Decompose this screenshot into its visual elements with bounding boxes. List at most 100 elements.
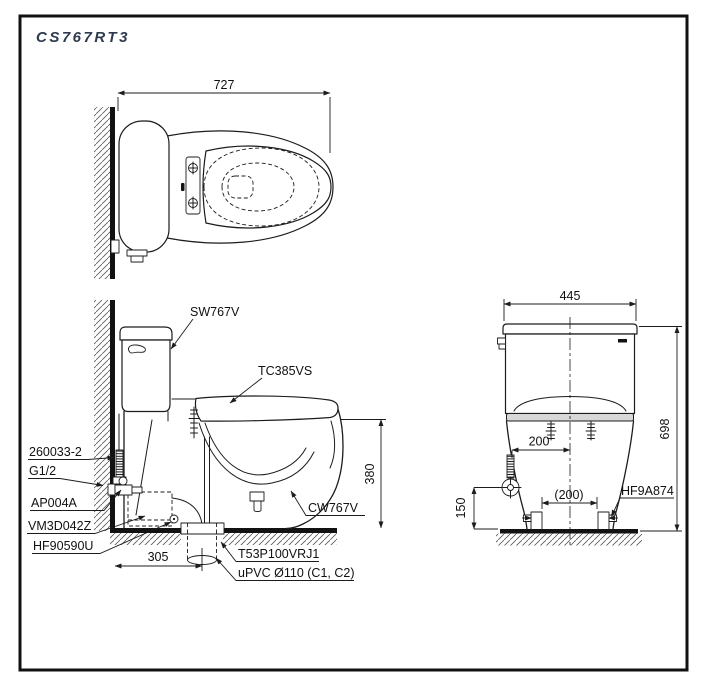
- leader-line: [220, 541, 319, 562]
- bowl-left-edge: [505, 420, 528, 530]
- callout-text-260033-2: 260033-2: [29, 445, 82, 459]
- bowl-right-edge: [612, 420, 635, 530]
- callout-text-hf90590u: HF90590U: [33, 539, 93, 553]
- seat-lid-side: [194, 395, 339, 422]
- supply-hose-icon: [115, 449, 124, 479]
- side-view: 380 305 SW767V TC385VS CW767V 260033-2 G…: [27, 300, 386, 581]
- floor-line: [110, 528, 184, 533]
- dim-text-445: 445: [560, 289, 581, 303]
- callout-hf90590u: HF90590U: [32, 521, 172, 554]
- callout-text-tc385vs: TC385VS: [258, 364, 312, 378]
- dim-200: 200: [511, 435, 571, 458]
- dim-727: 727: [117, 78, 331, 153]
- stop-valve-front: [499, 454, 522, 499]
- leader-line: [27, 515, 146, 534]
- supply-assembly: [107, 413, 143, 496]
- outlet-elbow: [171, 497, 203, 525]
- water-spot-hidden: [227, 175, 254, 199]
- floor-hatching: [496, 533, 642, 546]
- leader-line: [215, 557, 354, 581]
- flush-button-icon: [128, 344, 146, 354]
- callout-tank: SW767V: [170, 305, 240, 350]
- pedestal-inner-contour: [135, 419, 153, 516]
- callout-bolt-cap: HF9A874: [611, 484, 674, 517]
- valve-handle-icon: [118, 476, 128, 486]
- floor-hatching: [110, 533, 181, 545]
- dim-text-305: 305: [148, 550, 169, 564]
- bowl-front-outline: [285, 408, 344, 530]
- dim-150: 150: [454, 487, 503, 530]
- flange-bolt-center: [172, 517, 176, 521]
- seat-lid-plan: [202, 145, 332, 229]
- supply-fitting-2: [130, 255, 144, 263]
- callout-bowl: CW767V: [290, 490, 365, 516]
- leader-line: [229, 377, 263, 404]
- drawing-border-frame: [18, 14, 689, 672]
- jet-fitting-tip: [253, 500, 262, 512]
- valve-outlet: [131, 486, 143, 494]
- callout-text-upvc: uPVC Ø110 (C1, C2): [238, 566, 354, 580]
- callout-text-cw767v: CW767V: [308, 501, 359, 515]
- leader-line: [28, 455, 115, 461]
- wall-line: [110, 107, 115, 279]
- wall-hatching: [94, 107, 110, 279]
- dim-380: 380: [340, 419, 386, 529]
- drain-riser-lines: [204, 436, 210, 525]
- callout-pipe: uPVC Ø110 (C1, C2): [215, 557, 354, 581]
- jet-fitting: [249, 491, 265, 502]
- front-view: 445 698: [454, 289, 682, 546]
- tank-body-side: [121, 339, 171, 413]
- floor-hatching: [223, 533, 337, 545]
- drawing-title: CS767RT3: [36, 29, 130, 46]
- leader-line: [611, 497, 674, 517]
- dim-text-727: 727: [214, 78, 235, 92]
- dim-445: 445: [503, 289, 637, 321]
- callout-text-vm3d042z: VM3D042Z: [28, 519, 92, 533]
- bowl-inner-front: [329, 420, 336, 469]
- leader-line: [170, 318, 194, 350]
- wall-escutcheon: [107, 483, 116, 496]
- top-view: 727: [94, 78, 334, 279]
- callout-vm3d042z: VM3D042Z: [27, 515, 146, 534]
- dim-text-200-paren: (200): [554, 488, 583, 502]
- dim-698: 698: [639, 326, 682, 532]
- leader-line: [32, 521, 172, 554]
- valve-stem-icon: [506, 454, 515, 479]
- callout-g12: G1/2: [28, 464, 104, 487]
- floor-bolt-left: [522, 511, 543, 530]
- floor-flange: [180, 522, 225, 535]
- flush-handle-base: [498, 343, 506, 350]
- floor-line: [221, 528, 337, 533]
- seat-bolt-icon: [188, 406, 200, 439]
- extension-line: [474, 487, 503, 530]
- dim-text-380: 380: [363, 464, 377, 485]
- valve-center: [507, 484, 514, 491]
- leader-line: [30, 489, 122, 511]
- tank-lid-side: [119, 326, 173, 341]
- callout-text-hf9a874: HF9A874: [621, 484, 674, 498]
- callout-260033-2: 260033-2: [28, 445, 115, 461]
- lid-button: [181, 183, 185, 191]
- hinge-plate: [185, 156, 201, 215]
- dim-305: 305: [114, 548, 203, 571]
- callout-text-t53p100vrj1: T53P100VRJ1: [238, 547, 319, 561]
- floor-bolt-right: [597, 511, 618, 530]
- trap-hidden: [127, 491, 173, 527]
- callout-text-ap004a: AP004A: [31, 496, 78, 510]
- trapway-curve: [198, 422, 315, 485]
- dim-200-paren: (200): [541, 488, 598, 509]
- callout-flange: T53P100VRJ1: [220, 541, 319, 562]
- floor-line: [500, 529, 638, 534]
- dim-text-200: 200: [529, 435, 550, 449]
- callout-text-sw767v: SW767V: [190, 305, 240, 319]
- trapway-curve: [204, 422, 307, 476]
- flush-handle-icon: [497, 337, 506, 345]
- supply-fitting: [126, 249, 148, 257]
- wall-supply-box: [110, 239, 120, 254]
- dim-text-150: 150: [454, 498, 468, 519]
- tank-plan: [118, 120, 170, 253]
- leader-line: [28, 478, 104, 487]
- wall-line: [110, 300, 115, 531]
